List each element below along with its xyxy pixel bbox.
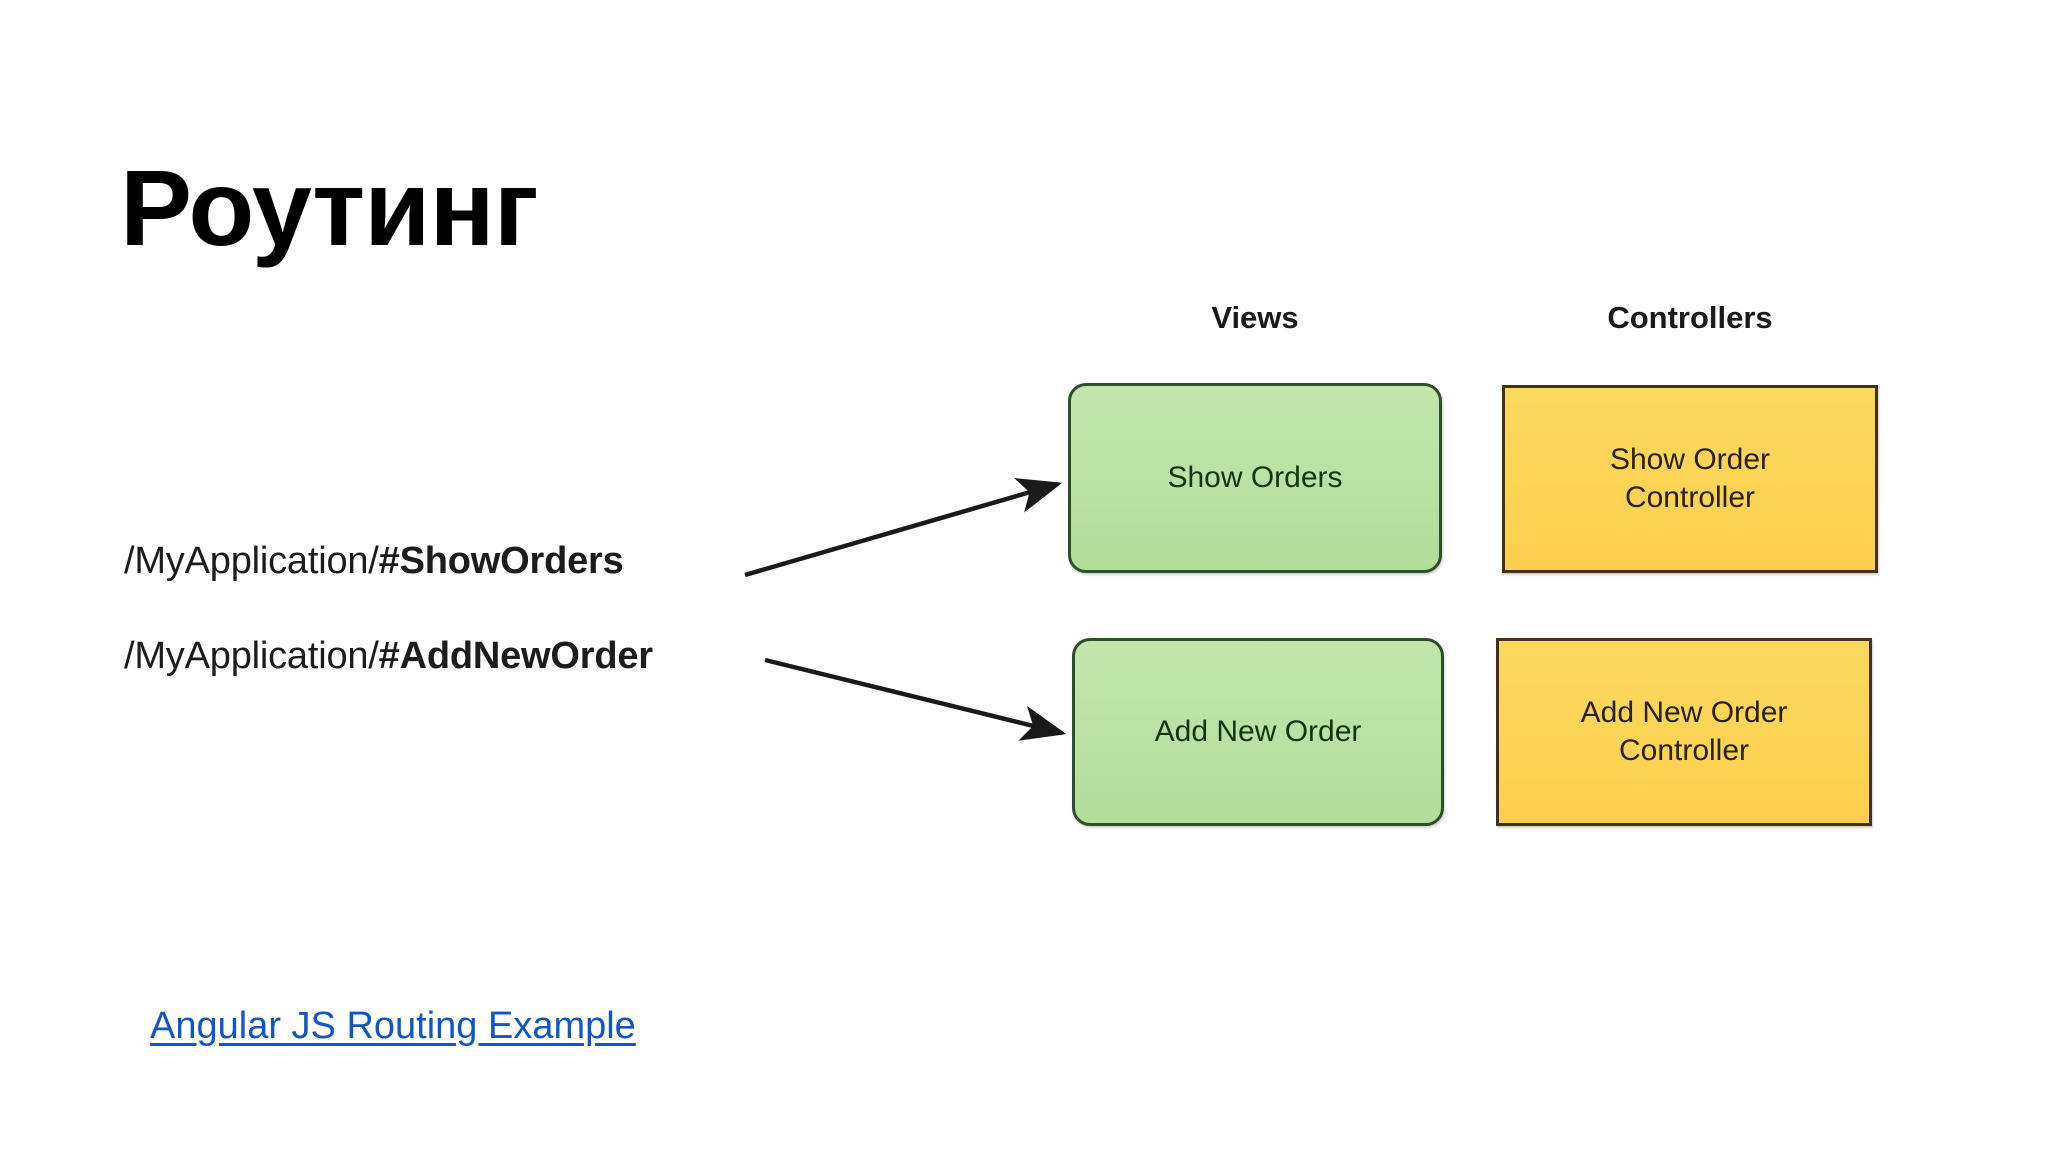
controller-box-add-new-order: Add New Order Controller: [1496, 638, 1872, 826]
controller-box-show-order: Show Order Controller: [1502, 385, 1878, 573]
route-label-show-orders: /MyApplication/#ShowOrders: [124, 540, 624, 583]
view-box-label: Show Orders: [1167, 460, 1343, 494]
angular-routing-example-link[interactable]: Angular JS Routing Example: [150, 1005, 636, 1047]
view-box-add-new-order: Add New Order: [1072, 638, 1444, 826]
view-box-label: Add New Order: [1154, 714, 1362, 748]
arrow-route-show-orders: [744, 478, 1063, 578]
column-heading-views: Views: [1211, 300, 1299, 335]
view-box-show-orders: Show Orders: [1068, 383, 1442, 573]
route-hash-fragment: #ShowOrders: [378, 540, 624, 582]
controller-box-label: Show Order Controller: [1609, 442, 1771, 514]
column-heading-controllers: Controllers: [1607, 300, 1773, 335]
route-base-path: /MyApplication/: [124, 635, 379, 677]
route-label-add-new-order: /MyApplication/#AddNewOrder: [124, 635, 653, 678]
route-base-path: /MyApplication/: [124, 540, 379, 582]
arrow-route-add-new-order: [764, 657, 1067, 741]
route-hash-fragment: #AddNewOrder: [378, 635, 653, 677]
page-title: Роутинг: [120, 147, 539, 269]
controller-box-label: Add New Order Controller: [1580, 695, 1788, 767]
